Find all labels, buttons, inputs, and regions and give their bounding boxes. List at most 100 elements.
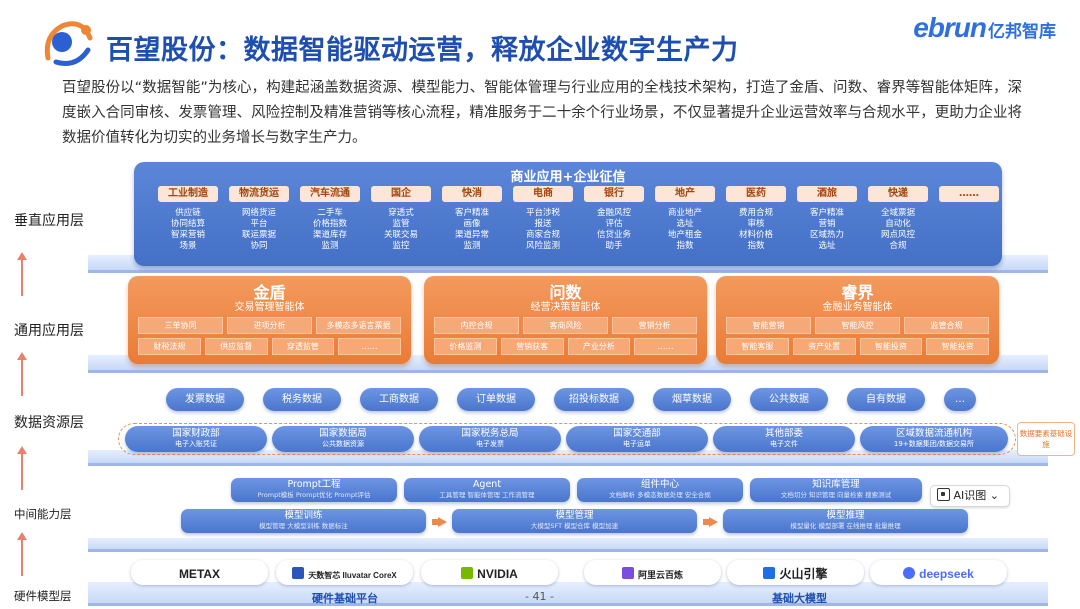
category-item: 自动化	[885, 219, 911, 229]
platform-middle	[88, 538, 1048, 552]
vendor-name: NVIDIA	[477, 567, 518, 581]
category-item: 报送	[534, 219, 552, 229]
agent-capability: 财税法规	[138, 338, 201, 355]
data-source-pill: 其他部委 电子文件	[713, 426, 855, 452]
agent-capability: 营销分析	[612, 317, 697, 334]
vendor-logo-deepseek: deepseek	[870, 560, 1007, 585]
category-label: ……	[939, 186, 999, 202]
data-resource-pill: 自有数据	[847, 388, 925, 411]
capability-name: 模型训练	[284, 510, 323, 521]
layer-label-vertical: 垂直应用层	[14, 213, 84, 229]
agent-capability: 供应监督	[204, 338, 268, 355]
category-label: 酒旅	[797, 186, 857, 202]
scan-icon	[937, 488, 950, 501]
category-item: 网络货运	[241, 208, 276, 218]
category-label: 快消	[442, 186, 502, 202]
arrow-up-icon	[17, 352, 27, 396]
category-item: 地产租金	[667, 230, 702, 240]
category-item: 联运票据	[241, 230, 276, 240]
agent-capability: 多模态多语言票据	[316, 317, 401, 334]
layer-label-middle: 中间能力层	[14, 507, 72, 521]
data-source-pill: 国家数据局 公共数据资源	[272, 426, 414, 452]
logo-icon	[44, 21, 93, 66]
flow-arrow-icon	[703, 519, 709, 525]
category-item: 协同结算	[170, 219, 205, 229]
arrow-up-icon	[17, 532, 27, 576]
industry-category: 汽车流通 二手车 价格指数 渠道库存 监测	[300, 186, 360, 252]
agent-capability: 穿透监管	[271, 338, 335, 355]
data-source-name: 国家财政部	[172, 428, 220, 439]
agent-capability: 营销获客	[500, 338, 564, 355]
deepseek-icon	[903, 567, 916, 579]
category-item: 场景	[179, 241, 197, 251]
category-item: 客户精准	[454, 208, 489, 218]
flow-arrow-icon	[709, 517, 718, 527]
capability-box: 模型训练 模型管理 大模型训练 数据标注	[181, 509, 426, 533]
nvidia-icon	[461, 567, 474, 579]
category-item: 营销	[818, 219, 836, 229]
capability-items: 模型管理 大模型训练 数据标注	[259, 522, 348, 530]
data-resource-pill: 工商数据	[360, 388, 438, 411]
capability-items: 大模型SFT 模型仓库 模型加速	[530, 522, 619, 530]
data-resource-pill: 公共数据	[750, 388, 828, 411]
data-source-name: 其他部委	[764, 428, 803, 439]
vendor-logo-nvidia: NVIDIA	[421, 560, 558, 585]
data-infrastructure-note: 数据要素基础设施	[1017, 422, 1075, 456]
category-item: 渠道异常	[454, 230, 489, 240]
category-item: 审核	[747, 219, 765, 229]
agent-name: 问数	[549, 283, 582, 302]
agent-name: 睿界	[841, 283, 874, 302]
industry-category: ……	[939, 186, 999, 202]
category-item: 材料价格	[738, 230, 773, 240]
data-resource-pill: 招投标数据	[554, 388, 634, 411]
capability-items: 文档解析 多模态数据处理 安全合规	[609, 491, 711, 499]
category-item: 价格指数	[312, 219, 347, 229]
data-source-pill: 国家交通部 电子运单	[566, 426, 708, 452]
footer-label-models: 基础大模型	[772, 592, 827, 605]
vendor-name: 火山引擎	[779, 567, 828, 581]
page-number: - 41 -	[525, 590, 554, 603]
category-item: 商业地产	[667, 208, 702, 218]
data-source-sub: 19+数据集团/数据交易所	[893, 440, 975, 448]
category-item: 二手车	[317, 208, 343, 218]
industry-category: 地产 商业地产 选址 地产租金 指数	[655, 186, 715, 252]
flow-arrow-icon	[438, 517, 447, 527]
category-label: 电商	[513, 186, 573, 202]
data-source-band	[118, 423, 1016, 455]
page-title: 百望股份：数据智能驱动运营，释放企业数字生产力	[106, 35, 739, 66]
agent-wenshu: 问数 经营决策智能体 内控合规 客商风险 营销分析 价格监测 营销获客 产业分析…	[424, 276, 707, 364]
data-source-sub: 公共数据资源	[322, 440, 364, 448]
category-item: 指数	[747, 241, 765, 251]
data-source-sub: 电子发票	[476, 440, 504, 448]
vertical-app-panel: 商业应用+企业征信 工业制造 供应链 协同结算 智采营销 场景 物流货运 网络货…	[134, 162, 1002, 266]
capability-box: Agent 工具管理 智能体管理 工作流管理	[404, 478, 570, 502]
category-label: 汽车流通	[300, 186, 360, 202]
category-item: 全域票据	[880, 208, 915, 218]
agent-capability: 产业分析	[567, 338, 631, 355]
category-item: 穿透式	[388, 208, 414, 218]
capability-items: Prompt模板 Prompt优化 Prompt评估	[257, 491, 371, 499]
capability-name: 知识库管理	[812, 479, 860, 490]
capability-box: 组件中心 文档解析 多模态数据处理 安全合规	[577, 478, 743, 502]
industry-category: 快消 客户精准 画像 渠道异常 监测	[442, 186, 502, 252]
chevron-down-icon: ⌄	[989, 489, 999, 502]
category-item: 协同	[250, 241, 268, 251]
industry-category: 快递 全域票据 自动化 网点风控 合规	[868, 186, 928, 252]
agent-capability: 价格监测	[434, 338, 497, 355]
industry-category: 物流货运 网络货运 平台 联运票据 协同	[229, 186, 289, 252]
agent-capability: ……	[634, 338, 697, 355]
category-label: 工业制造	[158, 186, 218, 202]
category-item: 商家合规	[525, 230, 560, 240]
vendor-logo-iluvatar: 天数智芯 Iluvatar CoreX	[276, 560, 413, 585]
category-item: 关联交易	[383, 230, 418, 240]
ai-recognize-button[interactable]: AI识图 ⌄	[930, 485, 1010, 507]
agent-name: 金盾	[253, 283, 286, 302]
agent-subtitle: 金融业务智能体	[822, 302, 893, 313]
platform-hardware	[88, 582, 1048, 606]
category-item: 区域热力	[809, 230, 844, 240]
vertical-app-title: 商业应用+企业征信	[510, 170, 626, 185]
footer-label-hardware: 硬件基础平台	[312, 592, 378, 605]
vendor-name: 阿里云百炼	[637, 570, 683, 580]
vendor-logo-volcengine: 火山引擎	[727, 560, 864, 585]
